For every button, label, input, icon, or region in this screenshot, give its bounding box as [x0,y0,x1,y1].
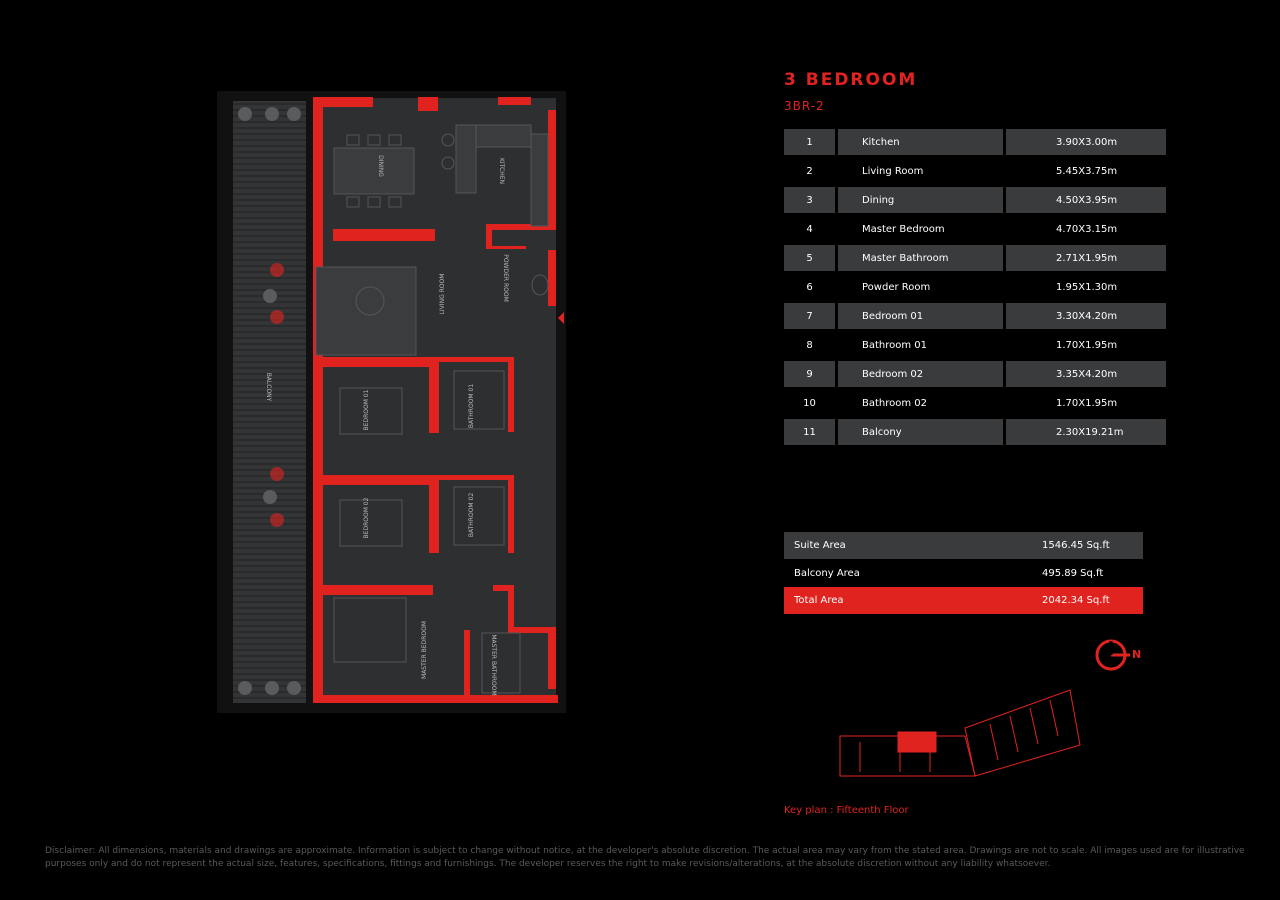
key-plan-label: Key plan : Fifteenth Floor [784,805,909,816]
entry-marker [558,312,564,324]
total-area-value: 2042.34 Sq.ft [1042,595,1110,606]
room-dimensions: 4.70X3.15m [1006,213,1166,245]
room-dimensions: 2.71X1.95m [1006,245,1166,271]
suite-area-value: 1546.45 Sq.ft [1042,540,1110,551]
plan-label-bedroom2: BEDROOM 02 [363,497,370,538]
room-name: Powder Room [838,271,1003,303]
balcony-furniture [238,107,301,695]
suite-area-row: Suite Area 1546.45 Sq.ft [784,532,1143,559]
room-dimensions: 1.70X1.95m [1006,387,1166,419]
balcony-area-label: Balcony Area [794,568,860,579]
room-number: 7 [784,303,835,329]
room-dimensions: 1.70X1.95m [1006,329,1166,361]
balcony-area [233,101,306,703]
room-name: Bathroom 01 [838,329,1003,361]
room-number: 5 [784,245,835,271]
room-number: 11 [784,419,835,445]
plan-label-bathroom1: BATHROOM 01 [468,384,475,428]
key-plan-icon [839,689,1081,777]
plan-label-balcony: BALCONY [265,373,272,402]
plan-label-master-bathroom: MASTER BATHROOM [490,634,497,695]
room-number: 9 [784,361,835,387]
walls [313,97,558,703]
furniture [315,124,549,694]
room-number: 10 [784,387,835,419]
unit-title: 3 BEDROOM [784,70,918,90]
room-dimensions: 1.95X1.30m [1006,271,1166,303]
plan-label-bathroom2: BATHROOM 02 [468,493,475,537]
room-name: Kitchen [838,129,1003,155]
disclaimer-text: Disclaimer: All dimensions, materials an… [45,846,1245,869]
room-dimensions: 3.90X3.00m [1006,129,1166,155]
plan-label-dining: DINING [377,155,384,177]
north-label: N [1132,648,1142,661]
room-dimensions: 3.30X4.20m [1006,303,1166,329]
room-number: 4 [784,213,835,245]
room-name: Dining [838,187,1003,213]
suite-area-label: Suite Area [794,540,846,551]
plan-label-bedroom1: BEDROOM 01 [363,389,370,430]
north-arrow-icon [1095,639,1130,671]
room-name: Bedroom 01 [838,303,1003,329]
total-area-row: Total Area 2042.34 Sq.ft [784,587,1143,614]
room-name: Bedroom 02 [838,361,1003,387]
room-name: Living Room [838,155,1003,187]
room-dimensions: 2.30X19.21m [1006,419,1166,445]
room-dimensions: 5.45X3.75m [1006,155,1166,187]
room-name: Master Bedroom [838,213,1003,245]
room-number: 8 [784,329,835,361]
balcony-area-value: 495.89 Sq.ft [1042,568,1104,579]
plan-label-living: LIVING ROOM [439,274,446,315]
room-name: Balcony [838,419,1003,445]
unit-code: 3BR-2 [784,99,825,113]
plan-label-kitchen: KITCHEN [498,158,505,184]
room-number: 6 [784,271,835,303]
room-dimensions: 4.50X3.95m [1006,187,1166,213]
room-name: Master Bathroom [838,245,1003,271]
plan-label-powder: POWDER ROOM [502,254,509,302]
room-number: 2 [784,155,835,187]
room-name: Bathroom 02 [838,387,1003,419]
room-dimensions: 3.35X4.20m [1006,361,1166,387]
plan-label-master-bedroom: MASTER BEDROOM [421,621,428,679]
total-area-label: Total Area [794,595,844,606]
room-number: 1 [784,129,835,155]
room-number: 3 [784,187,835,213]
balcony-area-row: Balcony Area 495.89 Sq.ft [784,560,1143,587]
